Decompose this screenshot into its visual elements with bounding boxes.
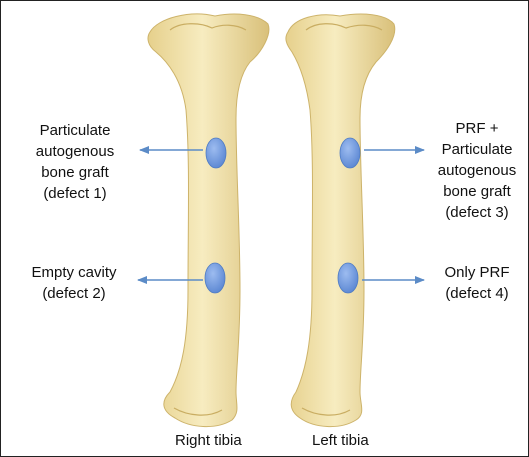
defect-3-line-3: autogenous bbox=[428, 160, 526, 181]
left-tibia-caption: Left tibia bbox=[312, 432, 369, 449]
defect-4-label: Only PRF (defect 4) bbox=[428, 262, 526, 304]
right-tibia-bone bbox=[148, 14, 269, 427]
defect-1-marker bbox=[206, 138, 226, 168]
defect-1-line-3: bone graft bbox=[16, 162, 134, 183]
defect-1-line-4: (defect 1) bbox=[16, 183, 134, 204]
defect-4-line-2: (defect 4) bbox=[428, 283, 526, 304]
defect-2-label: Empty cavity (defect 2) bbox=[12, 262, 136, 304]
defect-1-label: Particulate autogenous bone graft (defec… bbox=[16, 120, 134, 204]
defect-3-line-5: (defect 3) bbox=[428, 202, 526, 223]
defect-2-marker bbox=[205, 263, 225, 293]
defect-4-marker bbox=[338, 263, 358, 293]
defect-3-line-2: Particulate bbox=[428, 139, 526, 160]
defect-3-marker bbox=[340, 138, 360, 168]
defect-1-line-2: autogenous bbox=[16, 141, 134, 162]
defect-1-line-1: Particulate bbox=[16, 120, 134, 141]
defect-4-line-1: Only PRF bbox=[428, 262, 526, 283]
defect-3-line-1: PRF + bbox=[428, 118, 526, 139]
defect-2-line-1: Empty cavity bbox=[12, 262, 136, 283]
left-tibia-bone bbox=[286, 14, 395, 427]
defect-3-label: PRF + Particulate autogenous bone graft … bbox=[428, 118, 526, 223]
right-tibia-caption: Right tibia bbox=[175, 432, 242, 449]
defect-2-line-2: (defect 2) bbox=[12, 283, 136, 304]
defect-3-line-4: bone graft bbox=[428, 181, 526, 202]
